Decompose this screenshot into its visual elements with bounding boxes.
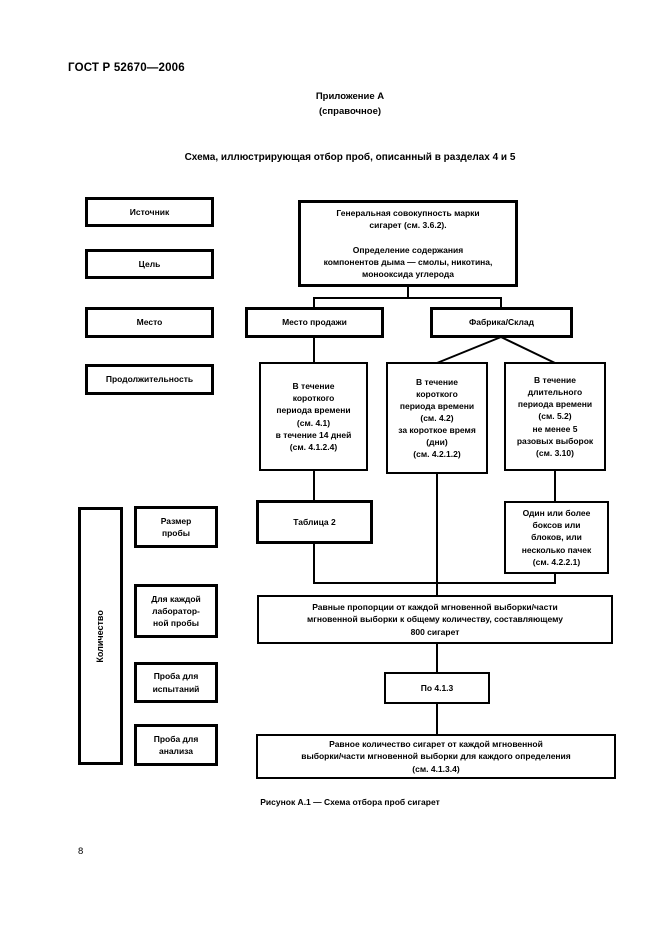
row-label-source: Источник [85,197,214,227]
row-label-sample-size: Размер пробы [134,506,218,548]
node-population: Генеральная совокупность марки сигарет (… [298,200,518,287]
node-equal-quantity: Равное количество сигарет от каждой мгно… [256,734,616,779]
row-label-purpose: Цель [85,249,214,279]
node-factory-warehouse: Фабрика/Склад [430,307,573,338]
appendix-heading: Приложение А [315,91,385,102]
scheme-title: Схема, иллюстрирующая отбор проб, описан… [184,152,516,163]
appendix-note: (справочное) [318,106,382,117]
node-long-period-5-2: В течение длительного периода времени (с… [504,362,606,471]
node-table-2: Таблица 2 [256,500,373,544]
row-label-test-sample: Проба для испытаний [134,662,218,703]
connector-factory-to-long52 [500,336,556,364]
page-number: 8 [78,846,84,857]
connector-factory-to-short42 [436,336,502,364]
node-sale-place: Место продажи [245,307,384,338]
row-label-duration: Продолжительность [85,364,214,395]
quantity-rotated-text: Количество [95,609,106,663]
doc-number: ГОСТ Р 52670—2006 [68,62,185,74]
figure-caption: Рисунок А.1 — Схема отбора проб сигарет [260,797,440,807]
row-label-place: Место [85,307,214,338]
node-boxes-blocks-packs: Один или более боксов или блоков, или не… [504,501,609,574]
row-label-quantity: Количество [78,507,123,765]
row-label-lab-sample: Для каждой лаборатор- ной пробы [134,584,218,638]
row-label-analysis-sample: Проба для анализа [134,724,218,766]
node-short-period-4-2: В течение короткого периода времени (см.… [386,362,488,474]
node-per-4-1-3: По 4.1.3 [384,672,490,704]
node-short-period-4-1: В течение короткого периода времени (см.… [259,362,368,471]
node-equal-proportions: Равные пропорции от каждой мгновенной вы… [257,595,613,644]
